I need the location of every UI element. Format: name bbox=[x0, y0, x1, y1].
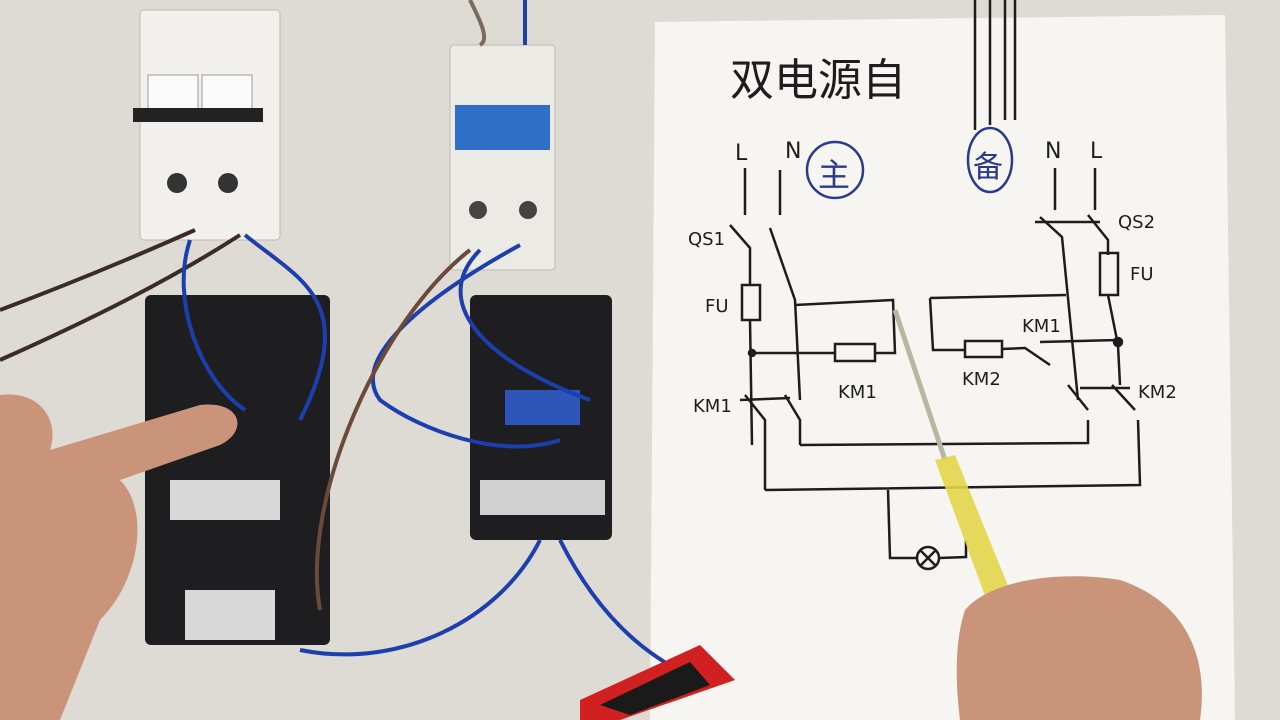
wires bbox=[0, 0, 701, 682]
km2-contact-label: KM2 bbox=[1138, 382, 1177, 403]
backup-n-label: N bbox=[1045, 139, 1061, 164]
fuse-backup-label: FU bbox=[1130, 264, 1154, 285]
paper-sheet bbox=[650, 15, 1235, 720]
circuit-breaker-qs1 bbox=[133, 9, 281, 241]
main-l-label: L bbox=[735, 141, 748, 166]
qs1-label: QS1 bbox=[688, 229, 725, 250]
qs2-label: QS2 bbox=[1118, 212, 1155, 233]
main-n-label: N bbox=[785, 139, 801, 164]
main-source-label: 主 bbox=[818, 156, 850, 194]
km1-contact-label: KM1 bbox=[693, 396, 732, 417]
km2-coil-label: KM2 bbox=[962, 369, 1001, 390]
voltage-tester bbox=[580, 645, 735, 720]
km1-interlock-label: KM1 bbox=[1022, 316, 1061, 337]
backup-l-label: L bbox=[1090, 139, 1103, 164]
circuit-breaker-qs2 bbox=[449, 44, 556, 271]
contactor-km1 bbox=[145, 295, 330, 645]
km1-coil-label: KM1 bbox=[838, 382, 877, 403]
backup-source-label: 备 bbox=[973, 150, 1003, 185]
hands bbox=[0, 394, 1202, 720]
fuse-main-label: FU bbox=[705, 296, 729, 317]
diagram-title: 双电源自 bbox=[730, 55, 906, 106]
circuit-diagram bbox=[729, 0, 1142, 571]
contactor-km2 bbox=[470, 295, 612, 540]
